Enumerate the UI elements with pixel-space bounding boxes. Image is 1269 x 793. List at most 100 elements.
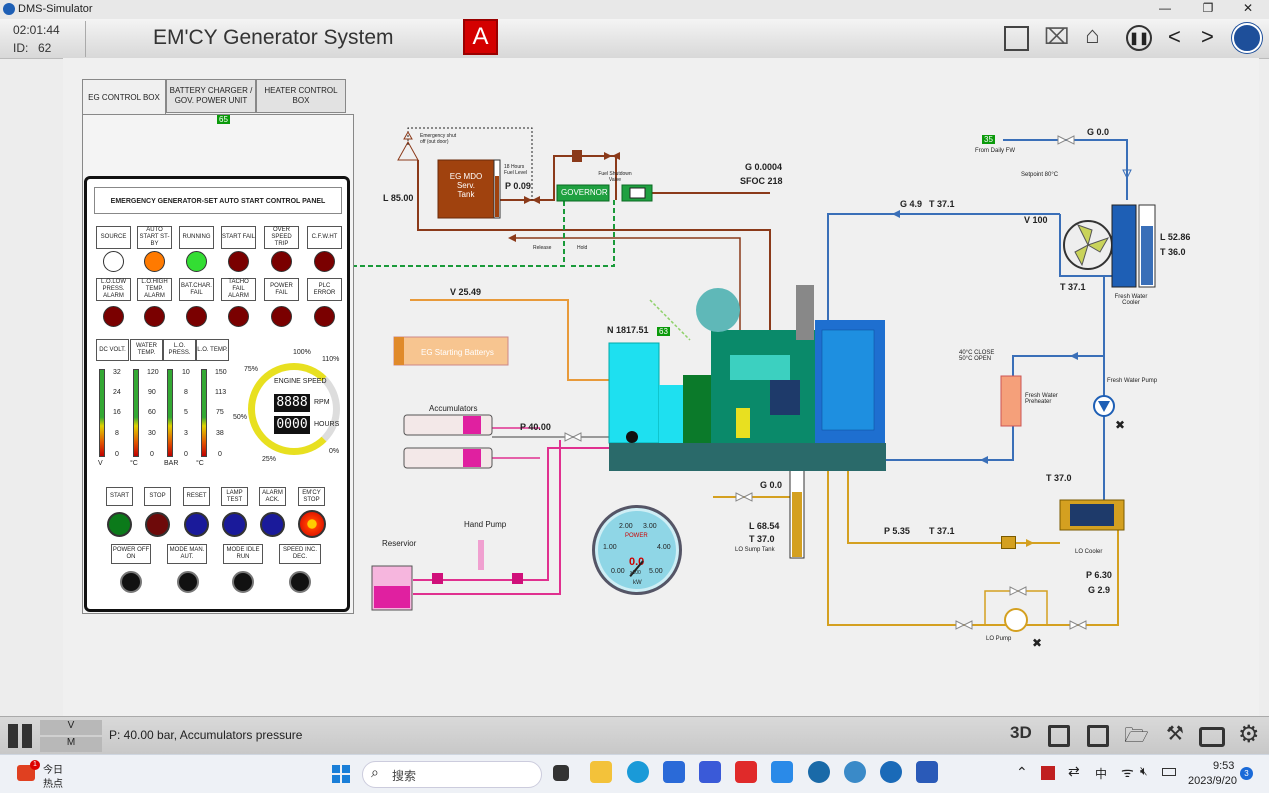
ann-start-fail: START FAIL bbox=[221, 226, 256, 249]
power-switch-label: POWER OFF ON bbox=[111, 544, 151, 564]
tab-battery-charger[interactable]: BATTERY CHARGER / GOV. POWER UNIT bbox=[166, 79, 256, 113]
switch-label: SPEED INC. DEC. bbox=[282, 547, 317, 560]
v-slot[interactable]: V bbox=[40, 720, 102, 735]
forward-icon[interactable]: > bbox=[1201, 24, 1214, 49]
pause-icon[interactable]: ❚❚ bbox=[1126, 25, 1152, 51]
id-badge-63: 63 bbox=[657, 327, 670, 336]
windows-taskbar: 1 今日 热点 ⌕ 搜索 ⌃ ⇄ 中 ᯤ 🔇︎ 9:53 2023/9/20 3 bbox=[0, 754, 1269, 793]
v-label: V bbox=[67, 720, 75, 731]
open-folder-icon[interactable]: 🗁 bbox=[1124, 725, 1149, 747]
ann-label: PLC ERROR bbox=[313, 282, 336, 296]
button-label: STOP bbox=[149, 493, 166, 499]
bar-lo-temp bbox=[201, 369, 207, 457]
alarm-button[interactable]: A bbox=[463, 19, 498, 55]
m-slot[interactable]: M bbox=[40, 737, 102, 752]
home-icon[interactable]: ⌂ bbox=[1085, 22, 1100, 49]
huawei-app-icon[interactable] bbox=[735, 761, 757, 783]
app-m-icon[interactable] bbox=[699, 761, 721, 783]
grid-menu-icon[interactable] bbox=[8, 724, 32, 748]
panel-title: EMERGENCY GENERATOR-SET AUTO START CONTR… bbox=[94, 187, 342, 214]
fuel-flow-value: G 0.0004 bbox=[745, 162, 783, 172]
file-explorer-icon[interactable] bbox=[590, 761, 612, 783]
panel-title-text: EMERGENCY GENERATOR-SET AUTO START CONTR… bbox=[110, 198, 326, 205]
save-icon[interactable] bbox=[1048, 725, 1070, 747]
start-menu-icon[interactable] bbox=[332, 765, 350, 783]
lo-pressure-value: P 5.35 bbox=[884, 526, 910, 536]
cloud-app-icon[interactable] bbox=[771, 761, 793, 783]
ime-indicator[interactable]: 中 bbox=[1095, 767, 1108, 781]
taskbar-search[interactable] bbox=[362, 761, 542, 788]
stop-button[interactable] bbox=[145, 512, 170, 537]
task-view-icon[interactable] bbox=[553, 765, 569, 781]
close-button[interactable]: ✕ bbox=[1242, 1, 1254, 15]
reset-label-box: RESET bbox=[183, 487, 210, 506]
tray-chevron-icon[interactable]: ⌃ bbox=[1016, 764, 1028, 780]
lo-pump-pressure-value: P 6.30 bbox=[1086, 570, 1112, 580]
alarm-ack-label-box: ALARM ACK. bbox=[259, 487, 286, 506]
fullscreen-icon[interactable] bbox=[1004, 26, 1029, 51]
fw-cooler-outlet-temp-value: T 37.1 bbox=[1060, 282, 1086, 292]
back-icon[interactable]: < bbox=[1168, 24, 1181, 49]
clock-display: 02:01:44 bbox=[13, 23, 60, 37]
dms-simulator-icon[interactable] bbox=[880, 761, 902, 783]
gauge-label: DC VOLT. bbox=[99, 346, 126, 353]
settings-gear-icon[interactable]: ⚙ bbox=[1238, 721, 1260, 748]
word-icon[interactable] bbox=[916, 761, 938, 783]
camera-icon[interactable] bbox=[1199, 727, 1225, 747]
stop-label-box: STOP bbox=[144, 487, 171, 506]
lamp-test-button[interactable] bbox=[222, 512, 247, 537]
button-label: RESET bbox=[186, 493, 207, 499]
tab-heater-control-box[interactable]: HEATER CONTROL BOX bbox=[256, 79, 346, 113]
preheater-setpoint-label: 40°C CLOSE 50°C OPEN bbox=[959, 350, 995, 362]
thermo-valve-value: V 100 bbox=[1024, 215, 1048, 225]
mute-icon[interactable]: ⌧ bbox=[1044, 24, 1070, 49]
start-button[interactable] bbox=[107, 512, 132, 537]
minimize-button[interactable]: — bbox=[1159, 1, 1171, 15]
scale-tick: 0 bbox=[218, 451, 222, 458]
company-logo-icon bbox=[1232, 23, 1262, 53]
reset-button[interactable] bbox=[184, 512, 209, 537]
mode-man-aut-switch[interactable] bbox=[177, 571, 199, 593]
engine-speed-value: N 1817.51 bbox=[607, 325, 649, 335]
ann-tacho-fail: TACHO FAIL ALARM bbox=[221, 278, 256, 301]
tool-icon[interactable]: ⚒ bbox=[1166, 723, 1184, 745]
scale-tick: 0 bbox=[150, 451, 154, 458]
mode-man-aut-label: MODE MAN. AUT. bbox=[167, 544, 207, 564]
unit-label: °C bbox=[196, 460, 204, 467]
speed-inc-dec-switch[interactable] bbox=[289, 571, 311, 593]
fw-pump-valve-icon[interactable]: ✖ bbox=[1115, 418, 1126, 432]
id-label: ID: bbox=[13, 41, 29, 55]
ann-label: START FAIL bbox=[222, 234, 256, 240]
alarm-ack-button[interactable] bbox=[260, 512, 285, 537]
ann-source: SOURCE bbox=[96, 226, 131, 249]
clock-time[interactable]: 9:53 bbox=[1213, 760, 1235, 772]
lamp-bat-char-fail bbox=[186, 306, 207, 327]
dial-mark: 25% bbox=[262, 456, 277, 463]
lo-pump-valve-icon[interactable]: ✖ bbox=[1032, 636, 1043, 650]
volume-muted-icon[interactable]: 🔇︎ bbox=[1140, 764, 1148, 778]
tray-app-icon[interactable] bbox=[1041, 766, 1055, 780]
maximize-button[interactable]: ❐ bbox=[1202, 1, 1214, 15]
ann-label: TACHO FAIL ALARM bbox=[228, 279, 249, 299]
save-as-icon[interactable] bbox=[1087, 725, 1109, 747]
clock-date[interactable]: 2023/9/20 bbox=[1188, 775, 1237, 787]
app-sphere-icon[interactable] bbox=[844, 761, 866, 783]
alarm-badge-label: A bbox=[472, 23, 489, 50]
globe-app-icon[interactable] bbox=[808, 761, 830, 783]
view-3d-button[interactable]: 3D bbox=[1010, 723, 1032, 742]
notification-badge[interactable]: 3 bbox=[1240, 767, 1253, 780]
edge-browser-icon[interactable] bbox=[627, 761, 649, 783]
news-widget-icon[interactable] bbox=[17, 765, 35, 781]
power-switch[interactable] bbox=[120, 571, 142, 593]
store-icon[interactable] bbox=[663, 761, 685, 783]
lo-sump-temp-value: T 37.0 bbox=[749, 534, 775, 544]
scale-tick: 0 bbox=[115, 451, 119, 458]
wifi-icon[interactable]: ᯤ bbox=[1121, 764, 1134, 780]
mode-idle-run-switch[interactable] bbox=[232, 571, 254, 593]
battery-icon[interactable] bbox=[1162, 768, 1176, 776]
tray-switch-icon[interactable]: ⇄ bbox=[1068, 763, 1080, 779]
emcy-stop-button[interactable] bbox=[298, 510, 326, 538]
governor-label: GOVERNOR bbox=[561, 188, 608, 197]
tab-eg-control-box[interactable]: EG CONTROL BOX bbox=[82, 79, 166, 115]
